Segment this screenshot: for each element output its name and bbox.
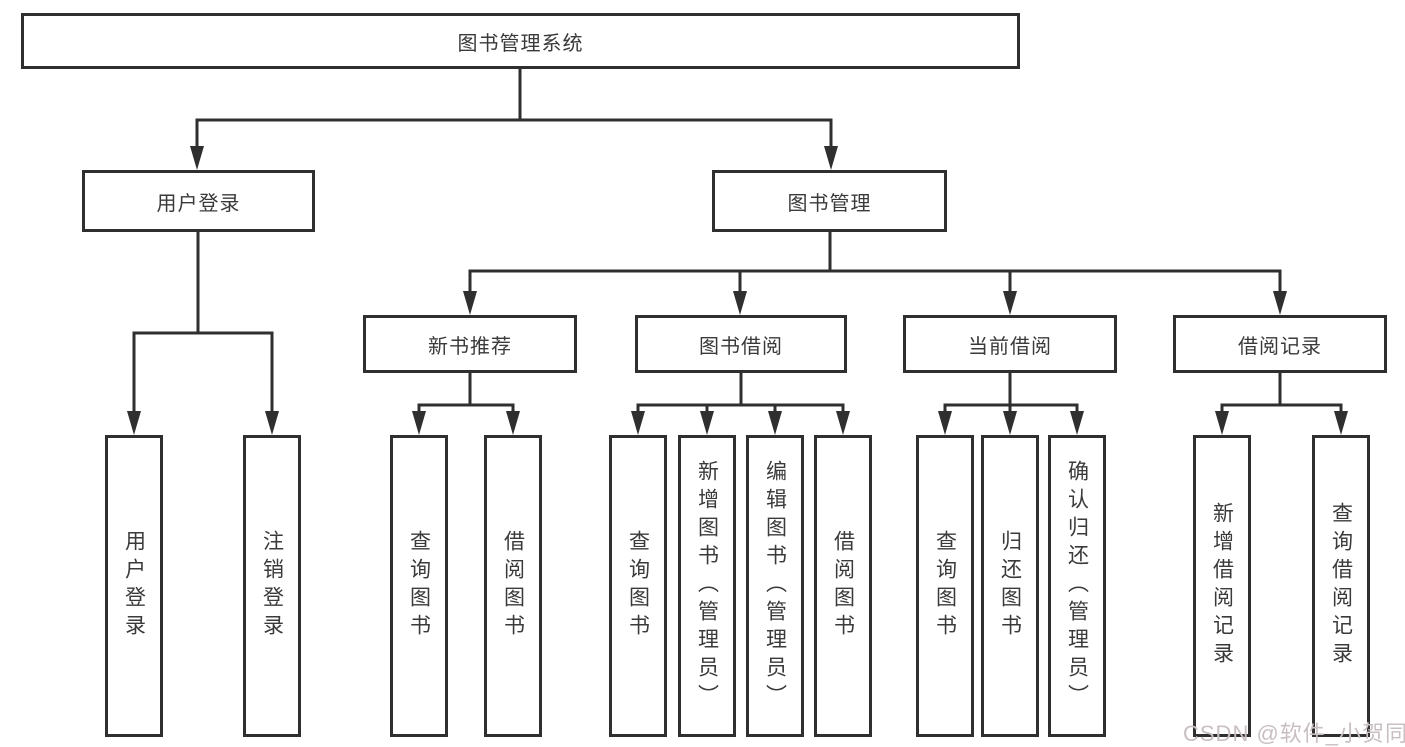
node-label: 当前借阅 — [968, 335, 1052, 358]
node-library-management-system: 图书管理系统 — [21, 13, 1020, 69]
leaf-add-books-admin: 新增图书（管理员） — [678, 435, 736, 737]
leaf-label: 确认归还（管理员） — [1065, 460, 1089, 712]
leaf-edit-books-admin: 编辑图书（管理员） — [746, 435, 804, 737]
leaf-label: 查询图书 — [626, 530, 650, 642]
leaf-label: 归还图书 — [998, 530, 1022, 642]
leaf-user-login: 用户登录 — [105, 435, 163, 737]
node-label: 用户登录 — [156, 192, 241, 215]
node-book-borrow: 图书借阅 — [635, 315, 847, 373]
leaf-borrow-books: 借阅图书 — [814, 435, 872, 737]
leaf-query-books-recommend: 查询图书 — [390, 435, 448, 737]
leaf-query-books-current: 查询图书 — [916, 435, 974, 737]
leaf-add-borrow-record: 新增借阅记录 — [1193, 435, 1251, 737]
leaf-label: 新增借阅记录 — [1210, 502, 1234, 670]
node-label: 图书管理系统 — [457, 32, 584, 55]
leaf-label: 借阅图书 — [831, 530, 855, 642]
node-user-login-branch: 用户登录 — [82, 170, 315, 232]
node-label: 图书借阅 — [699, 335, 783, 358]
node-book-management-branch: 图书管理 — [712, 170, 947, 232]
node-label: 借阅记录 — [1238, 335, 1322, 358]
leaf-confirm-return-admin: 确认归还（管理员） — [1048, 435, 1106, 737]
csdn-watermark: CSDN @软件_小贺同学 — [1183, 721, 1405, 746]
leaf-logout: 注销登录 — [243, 435, 301, 737]
leaf-label: 注销登录 — [260, 530, 284, 642]
leaf-label: 查询图书 — [407, 530, 431, 642]
node-borrow-record: 借阅记录 — [1173, 315, 1387, 373]
leaf-borrow-books-recommend: 借阅图书 — [484, 435, 542, 737]
leaf-return-books: 归还图书 — [981, 435, 1039, 737]
node-new-book-recommend: 新书推荐 — [363, 315, 577, 373]
arrowheads — [127, 146, 1348, 435]
leaf-query-books-borrow: 查询图书 — [609, 435, 667, 737]
leaf-label: 查询图书 — [933, 530, 957, 642]
leaf-label: 新增图书（管理员） — [695, 460, 719, 712]
leaf-label: 用户登录 — [122, 530, 146, 642]
leaf-query-borrow-record: 查询借阅记录 — [1312, 435, 1370, 737]
leaf-label: 借阅图书 — [501, 530, 525, 642]
node-label: 新书推荐 — [428, 335, 512, 358]
node-label: 图书管理 — [787, 192, 872, 215]
leaf-label: 查询借阅记录 — [1329, 502, 1353, 670]
leaf-label: 编辑图书（管理员） — [763, 460, 787, 712]
node-current-borrow: 当前借阅 — [903, 315, 1117, 373]
